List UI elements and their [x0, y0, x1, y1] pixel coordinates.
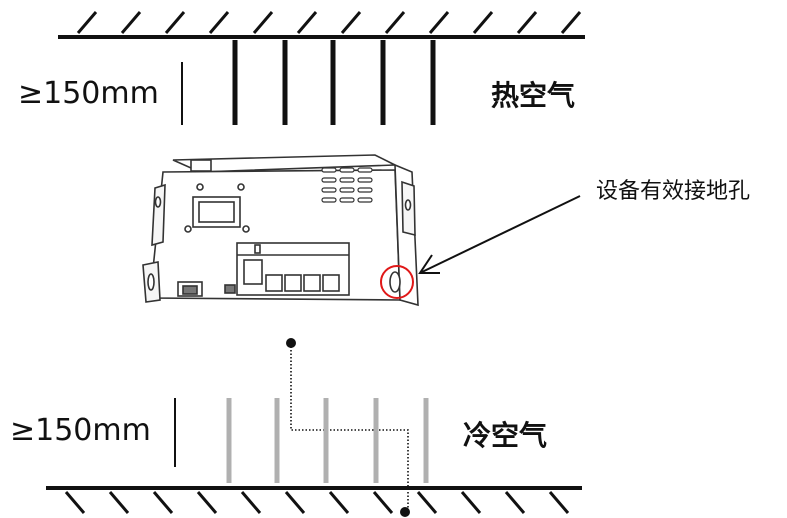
floor-hatch-icon [46, 486, 582, 514]
ground-hole-icon [380, 265, 414, 299]
hot-air-flow-lines [232, 40, 436, 125]
cold-air-flow-lines [226, 398, 429, 483]
arrow-icon [418, 195, 581, 274]
ground-hole-callout-text: 设备有效接地孔 [596, 179, 750, 204]
top-clearance-label: ≥150mm [18, 76, 159, 111]
dotted-wire-icon [286, 338, 410, 517]
device-unit-icon [142, 154, 419, 307]
cold-air-label: 冷空气 [463, 419, 547, 452]
hot-air-label: 热空气 [491, 79, 575, 112]
ceiling-hatch-icon [58, 11, 585, 39]
bottom-clearance-label: ≥150mm [10, 413, 151, 448]
